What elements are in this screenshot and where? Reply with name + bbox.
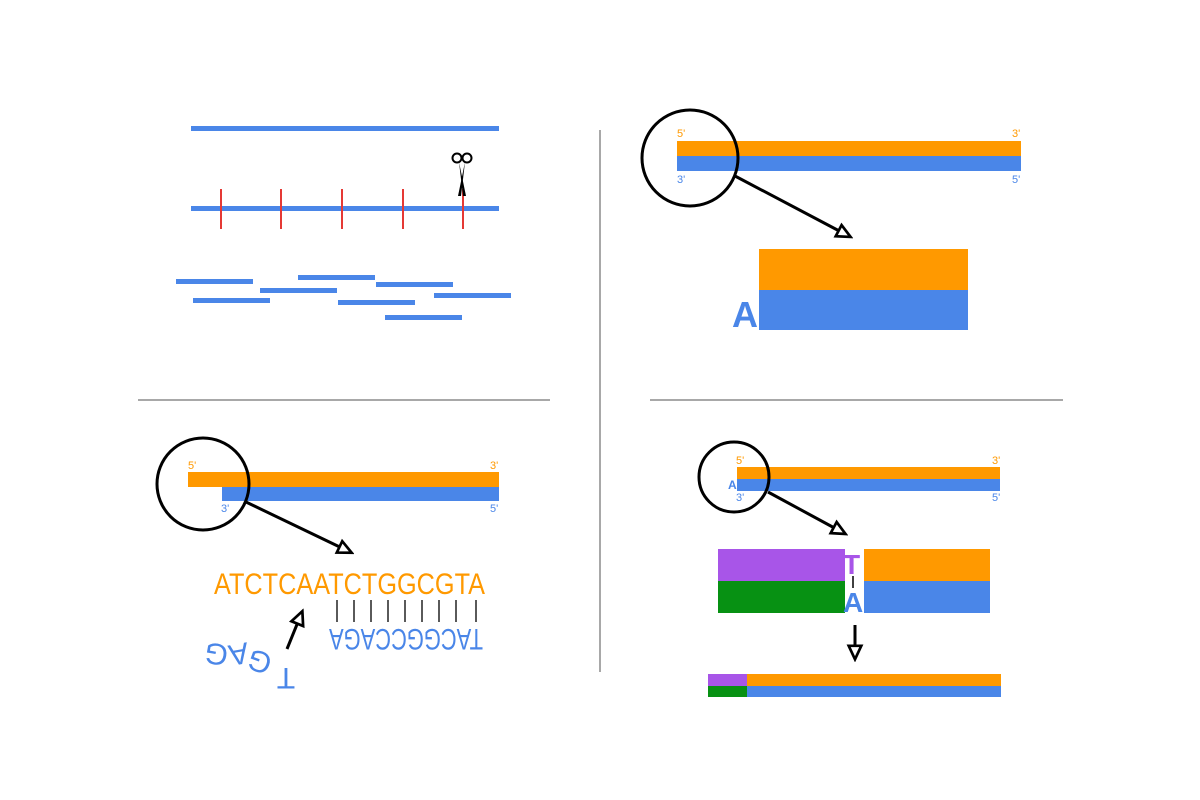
bottom-strand-5-prime: 5' xyxy=(992,492,1000,504)
bottom-strand-5-prime: 5' xyxy=(1012,174,1020,186)
dna-fragment xyxy=(193,298,270,303)
zoom-top-strand xyxy=(759,249,968,290)
dna-fragments xyxy=(176,275,511,320)
insert-bottom xyxy=(864,581,990,613)
bottom-strand-3-prime: 3' xyxy=(736,492,744,504)
genomic-dna-strand xyxy=(191,126,499,131)
panel-synthesis: 5' 3' 3' 5' ATCTCAATCTGGCGTA TACGGCCAGA … xyxy=(155,436,499,694)
dna-fragment xyxy=(176,279,253,284)
bottom-strand-3-prime: 3' xyxy=(677,174,685,186)
dna-fragment xyxy=(376,282,453,287)
zoom-circle xyxy=(697,440,771,514)
top-strand-5-prime: 5' xyxy=(188,460,196,472)
t-overhang-letter: T xyxy=(843,549,860,580)
bottom-sequence: TACGGCCAGA xyxy=(329,622,483,655)
bottom-strand xyxy=(677,156,1021,171)
zoom-arrow xyxy=(767,490,840,531)
base-pair-ticks xyxy=(336,600,477,622)
loose-nucleotide: T xyxy=(277,661,295,694)
zoom-bottom-strand xyxy=(759,290,968,330)
dna-fragment xyxy=(298,275,375,280)
panel-fragmentation xyxy=(176,126,511,320)
top-strand-3-prime: 3' xyxy=(992,455,1000,467)
loose-nucleotide: G xyxy=(202,635,231,672)
a-overhang-letter: A xyxy=(732,294,758,335)
zoom-arrow xyxy=(734,174,845,234)
bottom-strand-3-prime: 3' xyxy=(221,503,229,515)
adapter-bottom xyxy=(718,581,845,613)
top-strand-5-prime: 5' xyxy=(677,128,685,140)
top-strand xyxy=(737,467,1000,479)
panel-a-tailing: 5' 3' 3' 5' A xyxy=(640,108,1021,335)
incoming-nucleotide-arrow xyxy=(285,617,300,650)
ligated-adapter-bottom xyxy=(708,686,747,697)
dna-fragment xyxy=(260,288,337,293)
adapter-top xyxy=(718,549,845,581)
cut-sites xyxy=(220,189,464,229)
top-strand-3-prime: 3' xyxy=(1012,128,1020,140)
zoom-circle xyxy=(640,108,740,208)
a-overhang-letter: A xyxy=(843,587,863,618)
top-sequence: ATCTCAATCTGGCGTA xyxy=(214,568,485,601)
zoom-arrow xyxy=(245,500,346,550)
top-strand xyxy=(188,472,499,487)
zoom-circle xyxy=(155,436,251,532)
loose-nucleotides: T G A G xyxy=(202,635,295,694)
top-strand-5-prime: 5' xyxy=(736,455,744,467)
scissors-icon xyxy=(451,152,473,196)
ligated-adapter-top xyxy=(708,674,747,686)
dna-fragment xyxy=(385,315,462,320)
dna-fragment xyxy=(338,300,415,305)
bottom-strand xyxy=(737,479,1000,491)
dna-fragment xyxy=(434,293,511,298)
top-strand xyxy=(677,141,1021,156)
bottom-strand-5-prime: 5' xyxy=(490,503,498,515)
a-overhang-label: A xyxy=(728,478,737,492)
dna-strand-cut xyxy=(191,206,499,211)
panel-ligation: 5' 3' A 3' 5' T A xyxy=(697,440,1001,697)
ligated-insert-top xyxy=(747,674,1001,686)
ligated-insert-bottom xyxy=(747,686,1001,697)
insert-top xyxy=(864,549,990,581)
top-strand-3-prime: 3' xyxy=(490,460,498,472)
bottom-strand xyxy=(222,487,499,501)
